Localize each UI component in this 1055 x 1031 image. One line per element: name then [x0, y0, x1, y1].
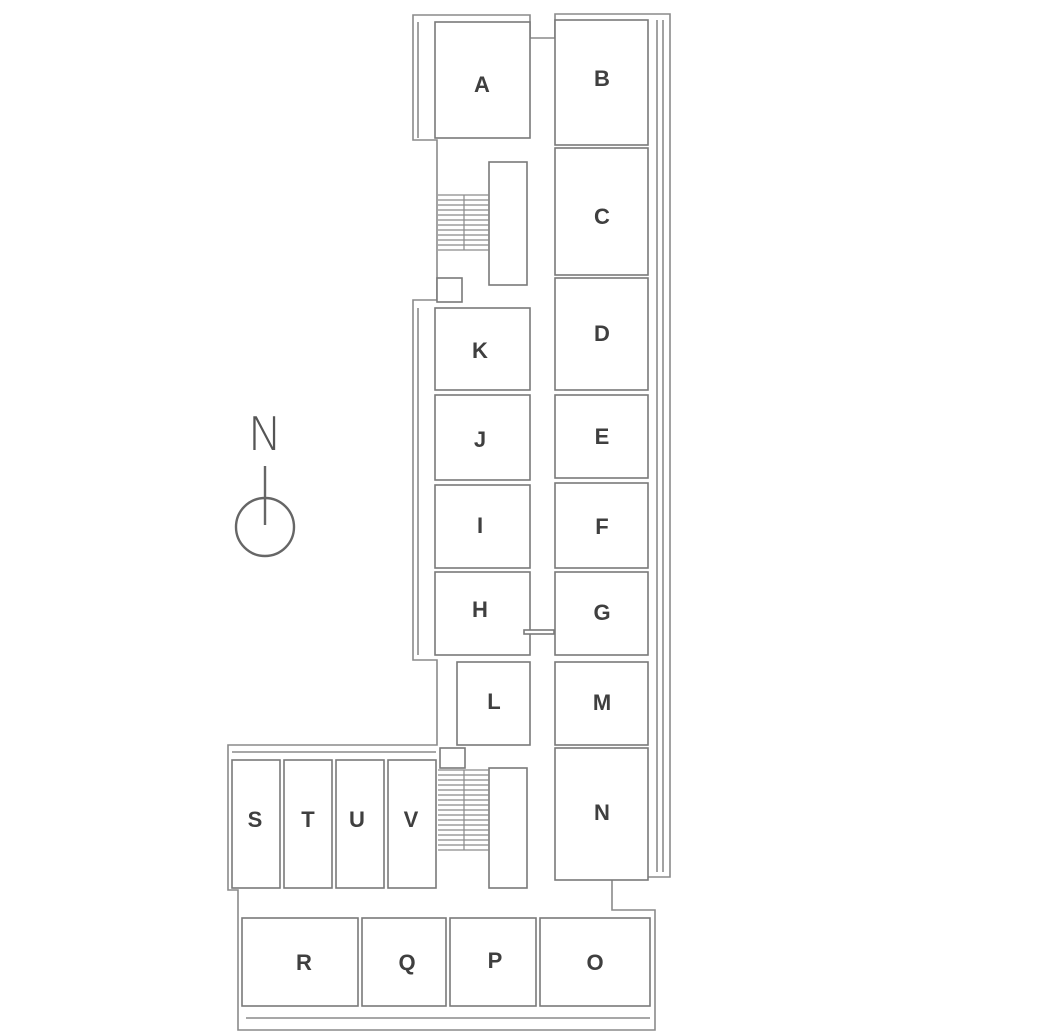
- corridor-partition: [523, 629, 555, 635]
- room-g[interactable]: [554, 571, 649, 656]
- room-label-d: D: [594, 321, 610, 346]
- room-label-o: O: [586, 950, 603, 975]
- room-i[interactable]: [434, 484, 531, 569]
- room-c[interactable]: [554, 147, 649, 276]
- room-k[interactable]: [434, 307, 531, 391]
- room-b[interactable]: [554, 19, 649, 146]
- room-label-h: H: [472, 597, 488, 622]
- room-h[interactable]: [434, 571, 531, 656]
- room-label-k: K: [472, 338, 488, 363]
- room-r[interactable]: [241, 917, 359, 1007]
- room-o[interactable]: [539, 917, 651, 1007]
- room-label-l: L: [487, 689, 500, 714]
- room-label-e: E: [595, 424, 610, 449]
- room-a[interactable]: [434, 21, 531, 139]
- room-label-q: Q: [398, 950, 415, 975]
- room-v[interactable]: [387, 759, 437, 889]
- room-label-n: N: [594, 800, 610, 825]
- room-label-p: P: [488, 948, 503, 973]
- room-t[interactable]: [283, 759, 333, 889]
- room-e[interactable]: [554, 394, 649, 479]
- room-label-b: B: [594, 66, 610, 91]
- shaft-south: [439, 747, 466, 769]
- room-label-a: A: [474, 72, 490, 97]
- room-label-c: C: [594, 204, 610, 229]
- room-d[interactable]: [554, 277, 649, 391]
- room-j[interactable]: [434, 394, 531, 481]
- north-label: N: [248, 407, 282, 461]
- room-label-j: J: [474, 427, 486, 452]
- room-label-g: G: [593, 600, 610, 625]
- room-label-i: I: [477, 513, 483, 538]
- room-m[interactable]: [554, 661, 649, 746]
- room-label-r: R: [296, 950, 312, 975]
- north-compass: N: [234, 407, 296, 558]
- room-label-m: M: [593, 690, 611, 715]
- room-label-u: U: [349, 807, 365, 832]
- room-l[interactable]: [456, 661, 531, 746]
- room-label-f: F: [595, 514, 608, 539]
- room-s[interactable]: [231, 759, 281, 889]
- room-f[interactable]: [554, 482, 649, 569]
- elevator-core-south: [488, 767, 528, 889]
- room-label-t: T: [301, 807, 315, 832]
- room-u[interactable]: [335, 759, 385, 889]
- elevator-core-north: [488, 161, 528, 286]
- room-p[interactable]: [449, 917, 537, 1007]
- shaft-north: [436, 277, 463, 303]
- room-n[interactable]: [554, 747, 649, 881]
- stairs: [438, 194, 489, 851]
- room-q[interactable]: [361, 917, 447, 1007]
- room-label-s: S: [248, 807, 263, 832]
- rooms: [231, 19, 651, 1007]
- room-label-v: V: [404, 807, 419, 832]
